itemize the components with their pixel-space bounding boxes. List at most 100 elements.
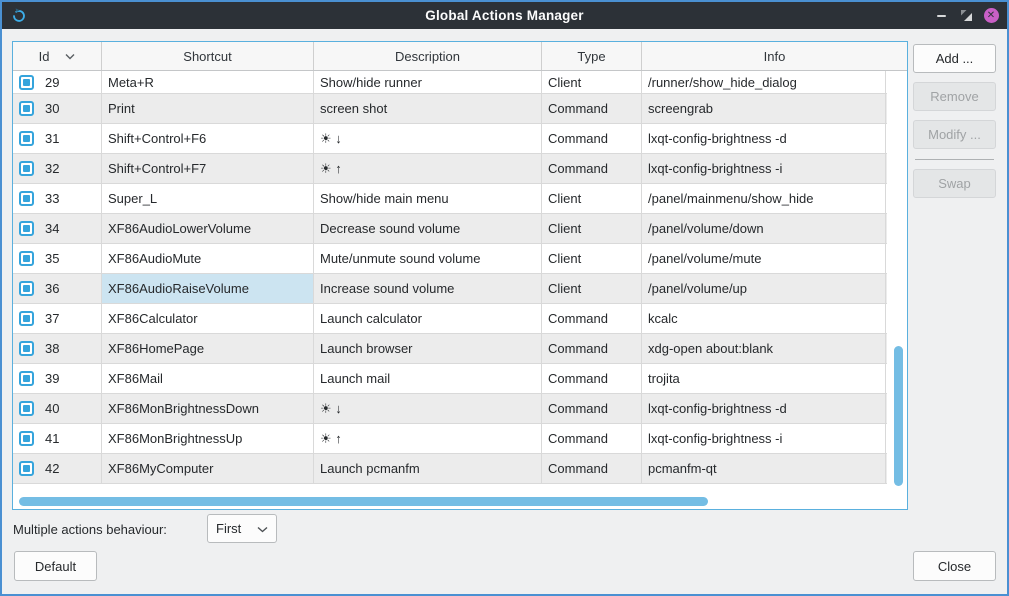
table-row[interactable]: 35 XF86AudioMute Mute/unmute sound volum… <box>13 244 887 274</box>
table-row[interactable]: 33 Super_L Show/hide main menu Client /p… <box>13 184 887 214</box>
minimize-button[interactable] <box>933 8 949 24</box>
cell-type[interactable]: Client <box>542 71 642 93</box>
cell-type[interactable]: Command <box>542 124 642 153</box>
cell-description[interactable]: ☀ ↓ <box>314 394 542 423</box>
cell-id[interactable]: 31 <box>13 124 102 153</box>
enabled-checkbox[interactable] <box>19 161 34 176</box>
table-row[interactable]: 38 XF86HomePage Launch browser Command x… <box>13 334 887 364</box>
column-header-shortcut[interactable]: Shortcut <box>102 42 314 70</box>
cell-id[interactable]: 33 <box>13 184 102 213</box>
cell-type[interactable]: Client <box>542 214 642 243</box>
cell-id[interactable]: 29 <box>13 71 102 93</box>
cell-description[interactable]: Increase sound volume <box>314 274 542 303</box>
cell-description[interactable]: Launch mail <box>314 364 542 393</box>
cell-description[interactable]: Decrease sound volume <box>314 214 542 243</box>
table-row[interactable]: 36 XF86AudioRaiseVolume Increase sound v… <box>13 274 887 304</box>
remove-button[interactable]: Remove <box>913 82 996 111</box>
enabled-checkbox[interactable] <box>19 74 34 90</box>
cell-type[interactable]: Command <box>542 424 642 453</box>
cell-type[interactable]: Command <box>542 154 642 183</box>
table-row[interactable]: 39 XF86Mail Launch mail Command trojita <box>13 364 887 394</box>
close-button[interactable]: Close <box>913 551 996 581</box>
cell-id[interactable]: 38 <box>13 334 102 363</box>
cell-shortcut[interactable]: XF86Calculator <box>102 304 314 333</box>
cell-id[interactable]: 37 <box>13 304 102 333</box>
column-header-type[interactable]: Type <box>542 42 642 70</box>
enabled-checkbox[interactable] <box>19 341 34 356</box>
cell-shortcut[interactable]: Super_L <box>102 184 314 213</box>
cell-info[interactable]: /panel/volume/down <box>642 214 886 243</box>
column-header-description[interactable]: Description <box>314 42 542 70</box>
table-row[interactable]: 31 Shift+Control+F6 ☀ ↓ Command lxqt-con… <box>13 124 887 154</box>
cell-info[interactable]: lxqt-config-brightness -d <box>642 394 886 423</box>
modify-button[interactable]: Modify ... <box>913 120 996 149</box>
cell-description[interactable]: ☀ ↑ <box>314 154 542 183</box>
default-button[interactable]: Default <box>14 551 97 581</box>
cell-id[interactable]: 39 <box>13 364 102 393</box>
table-row[interactable]: 40 XF86MonBrightnessDown ☀ ↓ Command lxq… <box>13 394 887 424</box>
table-row[interactable]: 42 XF86MyComputer Launch pcmanfm Command… <box>13 454 887 484</box>
cell-type[interactable]: Command <box>542 334 642 363</box>
cell-type[interactable]: Command <box>542 394 642 423</box>
vertical-scrollbar-thumb[interactable] <box>894 346 903 486</box>
enabled-checkbox[interactable] <box>19 251 34 266</box>
cell-info[interactable]: kcalc <box>642 304 886 333</box>
enabled-checkbox[interactable] <box>19 401 34 416</box>
cell-type[interactable]: Client <box>542 184 642 213</box>
cell-info[interactable]: /runner/show_hide_dialog <box>642 71 886 93</box>
enabled-checkbox[interactable] <box>19 431 34 446</box>
cell-id[interactable]: 32 <box>13 154 102 183</box>
cell-shortcut[interactable]: Print <box>102 94 314 123</box>
cell-type[interactable]: Command <box>542 94 642 123</box>
enabled-checkbox[interactable] <box>19 461 34 476</box>
cell-description[interactable]: Show/hide runner <box>314 71 542 93</box>
cell-shortcut[interactable]: XF86AudioLowerVolume <box>102 214 314 243</box>
cell-type[interactable]: Command <box>542 454 642 483</box>
cell-type[interactable]: Client <box>542 244 642 273</box>
cell-shortcut[interactable]: XF86HomePage <box>102 334 314 363</box>
table-row[interactable]: 30 Print screen shot Command screengrab <box>13 94 887 124</box>
enabled-checkbox[interactable] <box>19 221 34 236</box>
cell-id[interactable]: 34 <box>13 214 102 243</box>
enabled-checkbox[interactable] <box>19 281 34 296</box>
cell-id[interactable]: 36 <box>13 274 102 303</box>
cell-description[interactable]: Launch pcmanfm <box>314 454 542 483</box>
cell-shortcut[interactable]: Meta+R <box>102 71 314 93</box>
cell-shortcut[interactable]: XF86AudioMute <box>102 244 314 273</box>
enabled-checkbox[interactable] <box>19 131 34 146</box>
cell-description[interactable]: Show/hide main menu <box>314 184 542 213</box>
cell-info[interactable]: /panel/volume/mute <box>642 244 886 273</box>
cell-info[interactable]: lxqt-config-brightness -d <box>642 124 886 153</box>
cell-shortcut[interactable]: Shift+Control+F6 <box>102 124 314 153</box>
restore-button[interactable] <box>958 8 974 24</box>
table-row[interactable]: 34 XF86AudioLowerVolume Decrease sound v… <box>13 214 887 244</box>
cell-shortcut[interactable]: XF86AudioRaiseVolume <box>102 274 314 303</box>
cell-description[interactable]: screen shot <box>314 94 542 123</box>
table-row[interactable]: 32 Shift+Control+F7 ☀ ↑ Command lxqt-con… <box>13 154 887 184</box>
cell-info[interactable]: lxqt-config-brightness -i <box>642 424 886 453</box>
enabled-checkbox[interactable] <box>19 191 34 206</box>
column-header-id[interactable]: Id <box>13 42 102 70</box>
cell-description[interactable]: ☀ ↓ <box>314 124 542 153</box>
table-row[interactable]: 29 Meta+R Show/hide runner Client /runne… <box>13 71 887 94</box>
add-button[interactable]: Add ... <box>913 44 996 73</box>
cell-shortcut[interactable]: XF86Mail <box>102 364 314 393</box>
cell-id[interactable]: 35 <box>13 244 102 273</box>
cell-description[interactable]: ☀ ↑ <box>314 424 542 453</box>
cell-id[interactable]: 30 <box>13 94 102 123</box>
titlebar-close-button[interactable]: ✕ <box>983 8 999 24</box>
cell-info[interactable]: xdg-open about:blank <box>642 334 886 363</box>
cell-shortcut[interactable]: XF86MyComputer <box>102 454 314 483</box>
cell-shortcut[interactable]: Shift+Control+F7 <box>102 154 314 183</box>
behaviour-select[interactable]: First <box>207 514 277 543</box>
cell-description[interactable]: Mute/unmute sound volume <box>314 244 542 273</box>
cell-info[interactable]: /panel/mainmenu/show_hide <box>642 184 886 213</box>
cell-info[interactable]: pcmanfm-qt <box>642 454 886 483</box>
swap-button[interactable]: Swap <box>913 169 996 198</box>
cell-info[interactable]: trojita <box>642 364 886 393</box>
cell-info[interactable]: screengrab <box>642 94 886 123</box>
cell-shortcut[interactable]: XF86MonBrightnessDown <box>102 394 314 423</box>
table-row[interactable]: 37 XF86Calculator Launch calculator Comm… <box>13 304 887 334</box>
cell-description[interactable]: Launch calculator <box>314 304 542 333</box>
enabled-checkbox[interactable] <box>19 311 34 326</box>
